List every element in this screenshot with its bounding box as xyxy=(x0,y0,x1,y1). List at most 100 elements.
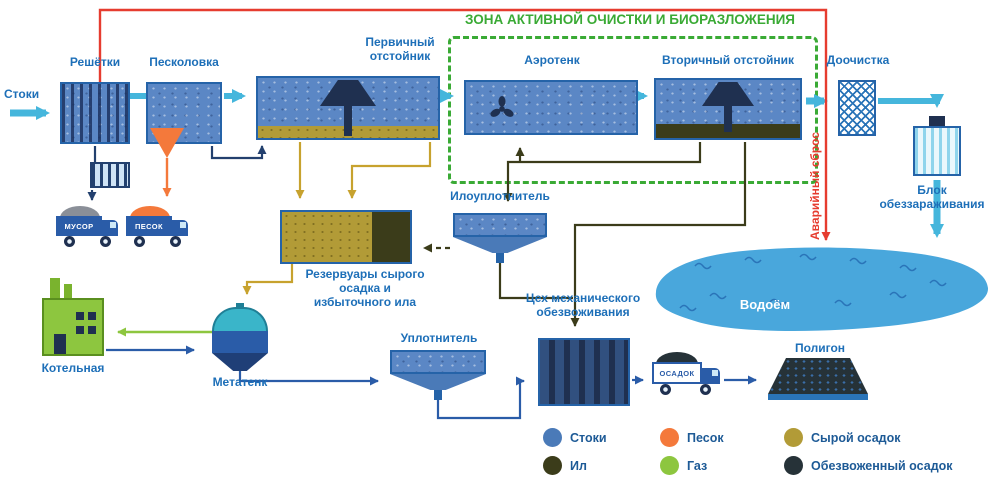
chimney-icon xyxy=(64,284,72,300)
boiler-building xyxy=(42,298,104,356)
truck-cab xyxy=(702,368,720,384)
dewatering-shop xyxy=(538,338,630,406)
thickener-cone xyxy=(453,237,547,253)
aerator-icon xyxy=(490,96,514,117)
label-blok-obezzarazhivaniya: Блок обеззараживания xyxy=(879,183,985,211)
door-icon xyxy=(54,334,66,354)
excess-sludge-fill xyxy=(371,212,410,262)
clarifier-scraper-icon xyxy=(320,80,376,106)
label-doochistka: Доочистка xyxy=(826,53,890,67)
truck-wheel xyxy=(700,384,711,395)
legend-label: Стоки xyxy=(570,430,607,445)
label-uplotnitel: Уплотнитель xyxy=(400,331,478,345)
landfill-base xyxy=(768,394,868,400)
digester-funnel xyxy=(212,353,268,371)
legend-item-stoki: Стоки xyxy=(543,428,607,447)
truck-wheel xyxy=(170,236,181,247)
kotelnaya-boiler-house xyxy=(42,278,104,356)
truck-cab xyxy=(172,220,188,236)
uplotnitel-thickener xyxy=(390,350,486,402)
emergency-discharge-line xyxy=(98,8,831,241)
clarifier-scraper-icon xyxy=(702,82,754,106)
thickener-basin xyxy=(453,213,547,237)
thickener-basin xyxy=(390,350,486,374)
window-icon xyxy=(88,312,96,320)
sludge-lines xyxy=(423,142,747,327)
clarifier-column-icon xyxy=(344,104,352,136)
legend-item-gaz: Газ xyxy=(660,456,707,475)
bar-screen-icon xyxy=(62,84,128,142)
pesok-truck: ПЕСОК xyxy=(126,206,190,250)
legend-dot-gaz xyxy=(660,456,679,475)
legend-dot-obezvozhenny-osadok xyxy=(784,456,803,475)
label-stoki: Стоки xyxy=(4,87,40,101)
legend-dot-syroy-osadok xyxy=(784,428,803,447)
blue-process-lines xyxy=(106,345,757,420)
ilouplotnitel-thickener xyxy=(453,213,547,265)
tank-reshetki xyxy=(60,82,130,144)
legend-label: Газ xyxy=(687,458,708,473)
label-ilouplotnitel: Илоуплотнитель xyxy=(450,189,550,203)
label-poligon: Полигон xyxy=(794,341,846,355)
screenings-lines xyxy=(87,145,267,201)
metatenk-digester xyxy=(212,303,268,371)
truck-cargo-label: ОСАДОК xyxy=(652,362,702,384)
digester-dome xyxy=(212,307,268,331)
truck-cab xyxy=(102,220,118,236)
legend-item-pesok: Песок xyxy=(660,428,724,447)
truck-cargo-label: МУСОР xyxy=(56,216,102,236)
digester-body xyxy=(212,331,268,353)
doochistka-filter xyxy=(838,80,876,136)
legend-dot-pesok xyxy=(660,428,679,447)
label-aerotenk: Аэротенк xyxy=(524,53,580,67)
osadok-truck: ОСАДОК xyxy=(652,352,722,396)
poligon-landfill xyxy=(768,358,868,402)
label-reshetki: Решётки xyxy=(69,55,121,69)
truck-wheel xyxy=(100,236,111,247)
raw-sludge-reservoirs xyxy=(280,210,412,264)
truck-load xyxy=(130,206,170,218)
tank-vtorichny-otstoynik xyxy=(654,78,802,140)
disinfection-block xyxy=(913,126,961,176)
active-treatment-zone-border xyxy=(448,36,818,184)
label-vodoyom: Водоём xyxy=(739,297,791,312)
legend-item-syroy-osadok: Сырой осадок xyxy=(784,428,900,447)
label-pervichny-otstoynik: Первичный отстойник xyxy=(365,35,435,63)
legend-item-il: Ил xyxy=(543,456,587,475)
label-vtorichny-otstoynik: Вторичный отстойник xyxy=(662,53,794,67)
disinfection-cap-icon xyxy=(929,116,945,128)
legend-dot-il xyxy=(543,456,562,475)
label-kotelnaya: Котельная xyxy=(41,361,105,375)
musor-truck: МУСОР xyxy=(56,206,120,250)
zone-title: ЗОНА АКТИВНОЙ ОЧИСТКИ И БИОРАЗЛОЖЕНИЯ xyxy=(464,12,795,27)
thickener-cone xyxy=(390,374,486,390)
main-flow-arrows xyxy=(10,89,944,238)
truck-cargo-label: ПЕСОК xyxy=(126,216,172,236)
thickener-stem xyxy=(434,390,442,400)
truck-wheel xyxy=(64,236,75,247)
truck-load xyxy=(60,206,100,218)
window-icon xyxy=(76,326,84,334)
label-tseh: Цех механического обезвоживания xyxy=(525,291,641,319)
legend-label: Сырой осадок xyxy=(811,430,901,445)
thickener-stem xyxy=(496,253,504,263)
window-icon xyxy=(88,326,96,334)
tank-pervichny-otstoynik xyxy=(256,76,440,140)
screenings-container xyxy=(90,162,130,188)
raw-sludge-lines xyxy=(242,142,432,295)
clarifier-column-icon xyxy=(724,104,732,132)
chimney-icon xyxy=(50,278,60,300)
raw-sludge-fill xyxy=(282,212,372,262)
legend-item-obezvozhenny-osadok: Обезвоженный осадок xyxy=(784,456,953,475)
truck-wheel xyxy=(660,384,671,395)
label-peskolovka: Песколовка xyxy=(149,55,219,69)
digester-chimney-icon xyxy=(236,303,244,309)
tank-aerotenk xyxy=(464,80,638,135)
label-avariyny-sbros: Аварийный сброс xyxy=(808,132,822,240)
legend-label: Ил xyxy=(570,458,587,473)
water-ripples xyxy=(679,253,947,312)
legend-label: Песок xyxy=(687,430,724,445)
truck-wheel xyxy=(134,236,145,247)
